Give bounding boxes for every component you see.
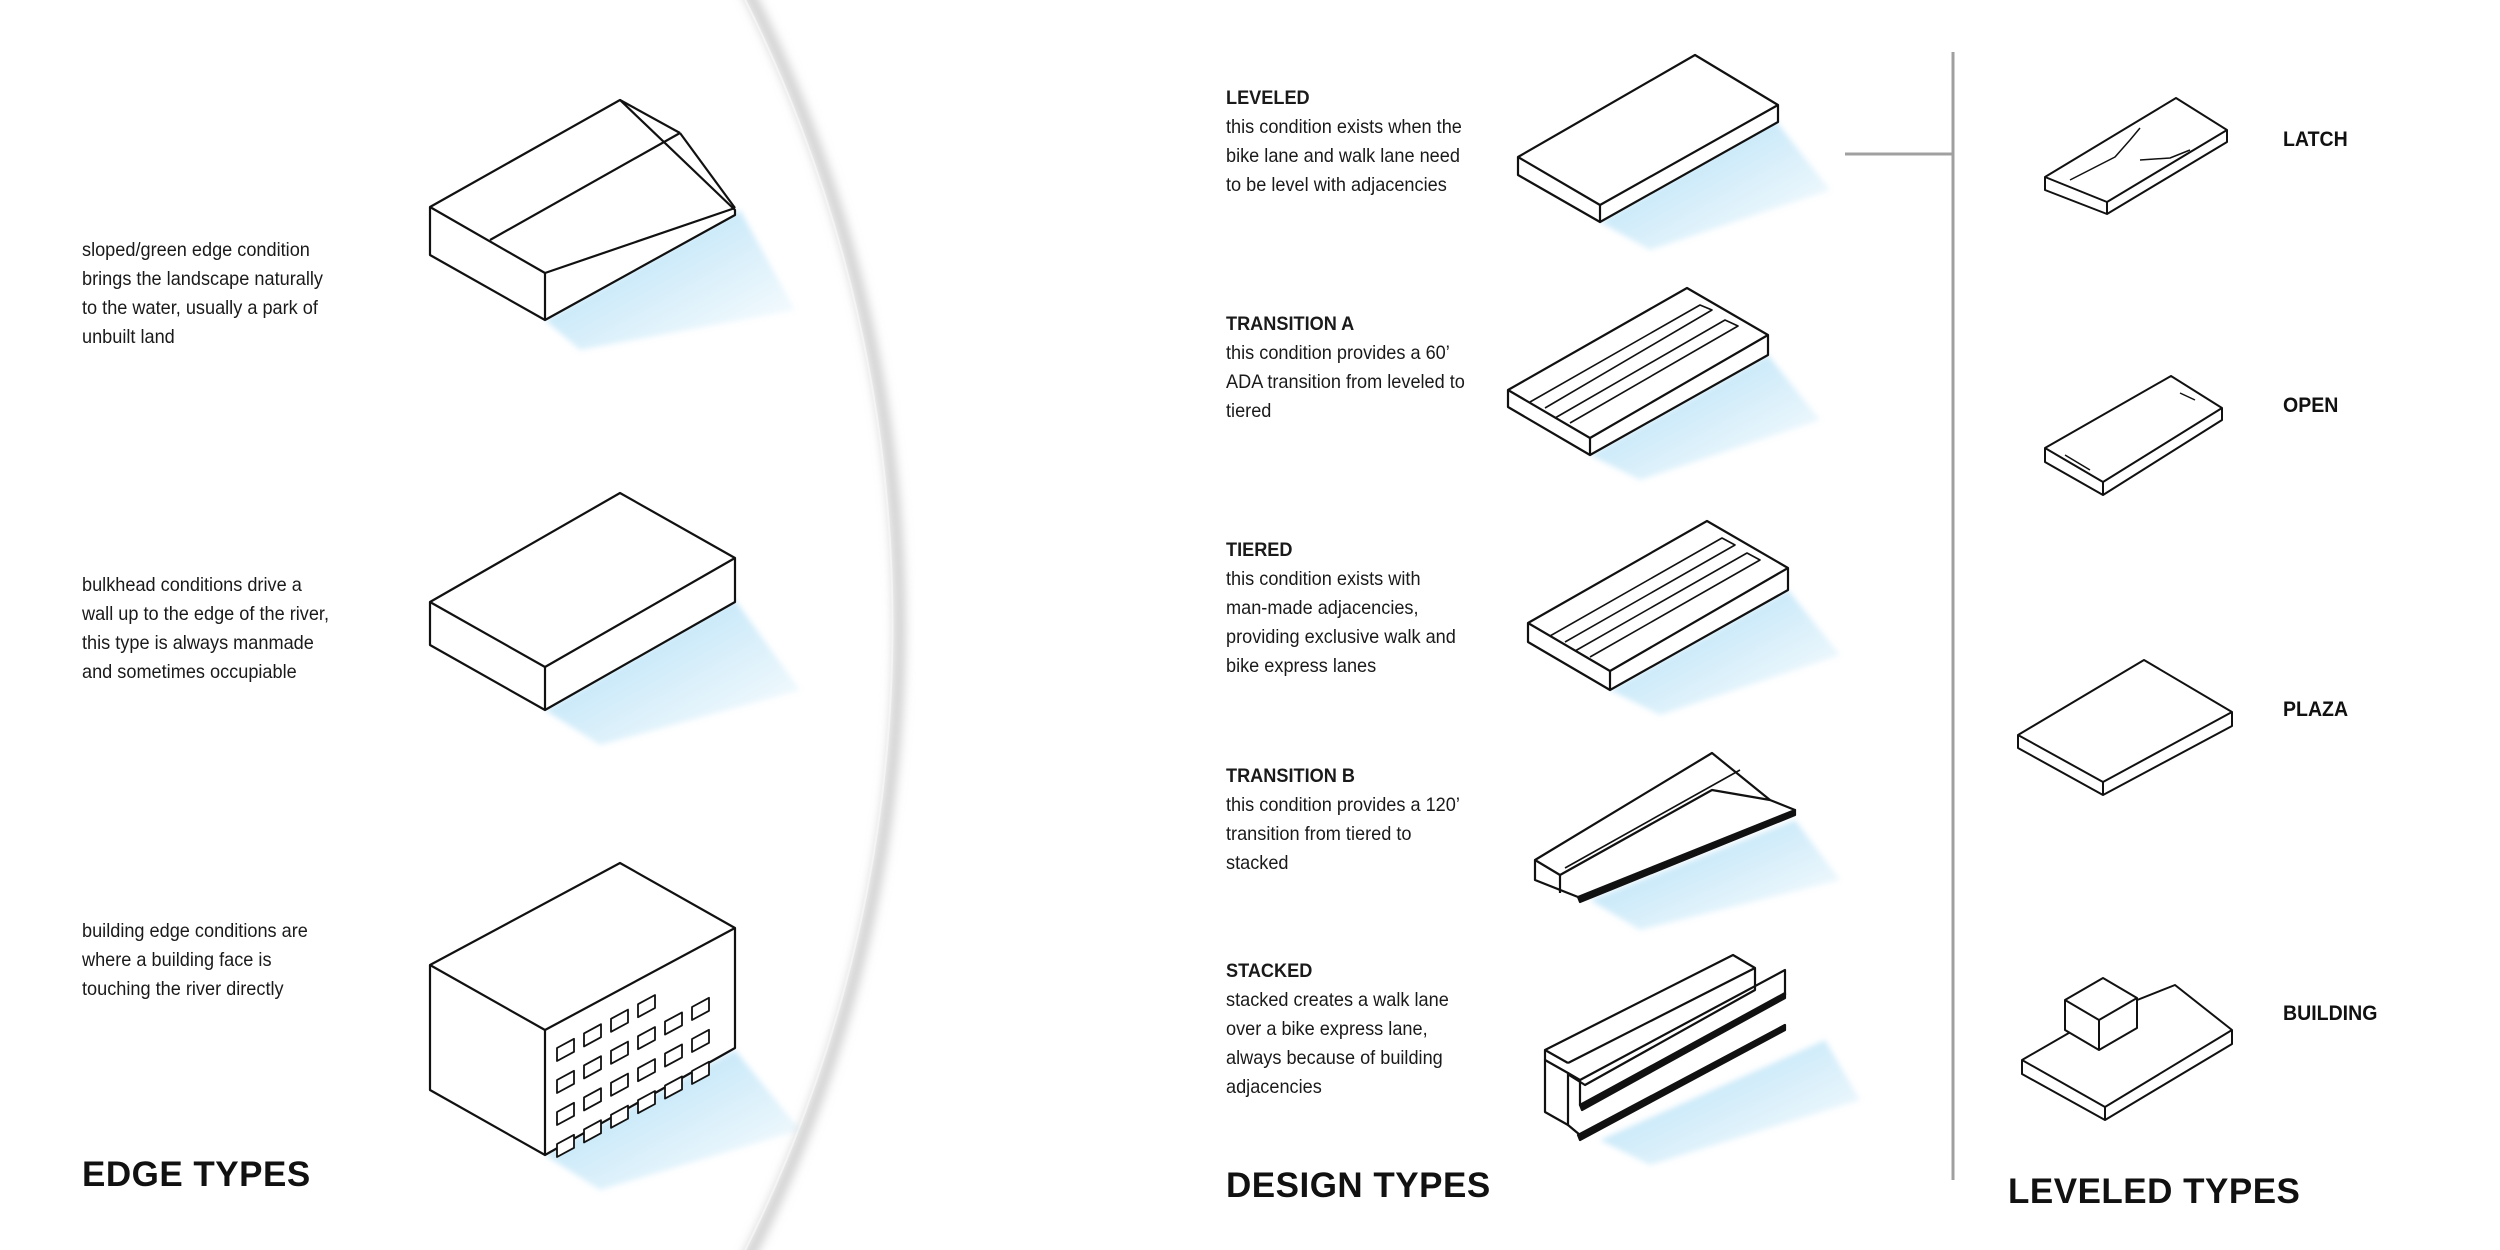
- leveled-type-latch-label: LATCH: [2283, 128, 2348, 151]
- text-line: stacked: [1226, 852, 1289, 874]
- text-line: brings the landscape naturally: [82, 268, 323, 290]
- text-line: unbuilt land: [82, 326, 175, 348]
- text-line: where a building face is: [82, 949, 272, 971]
- text-line: tiered: [1226, 400, 1272, 422]
- window-shape: [610, 1072, 629, 1097]
- edge-diagram-sloped: [428, 98, 795, 350]
- text-line: and sometimes occupiable: [82, 661, 297, 683]
- edge-diagram-building: [428, 861, 800, 1190]
- text-line: stacked creates a walk lane: [1226, 989, 1449, 1011]
- text-line: to be level with adjacencies: [1226, 174, 1447, 196]
- text-line: wall up to the edge of the river,: [82, 603, 330, 625]
- window-shape: [637, 1058, 656, 1083]
- window-shape: [583, 1055, 602, 1080]
- text-line: this type is always manmade: [82, 632, 314, 654]
- text-line: always because of building: [1226, 1047, 1443, 1069]
- leveled-diagram-open: [2044, 375, 2223, 496]
- design-type-name: TRANSITION A: [1226, 313, 1355, 335]
- edge-type-bulkhead-desc: bulkhead conditions drive a wall up to t…: [82, 571, 329, 687]
- text-line: bulkhead conditions drive a: [82, 574, 302, 596]
- window-shape: [583, 1023, 602, 1048]
- window-shape: [556, 1037, 575, 1062]
- window-shape: [664, 1075, 683, 1100]
- design-type-name: LEVELED: [1226, 87, 1310, 109]
- window-shape: [556, 1101, 575, 1126]
- edge-types-panel: [743, 0, 906, 1250]
- window-shape: [691, 1028, 710, 1053]
- text-line: transition from tiered to: [1226, 823, 1412, 845]
- window-shape: [637, 994, 656, 1019]
- window-shape: [610, 1104, 629, 1129]
- text-line: bike express lanes: [1226, 655, 1377, 677]
- leveled-diagram-latch: [2044, 97, 2228, 215]
- text-line: to the water, usually a park of: [82, 297, 318, 319]
- design-diagram-transition-a: [1506, 286, 1820, 480]
- text-line: this condition exists when the: [1226, 116, 1462, 138]
- window-shape: [637, 1090, 656, 1115]
- leveled-type-open-label: OPEN: [2283, 394, 2339, 417]
- text-line: building edge conditions are: [82, 920, 308, 942]
- leveled-diagram-building: [2021, 977, 2233, 1121]
- edge-type-sloped-desc: sloped/green edge condition brings the l…: [82, 236, 323, 352]
- window-shape: [691, 1060, 710, 1085]
- design-type-transition-b: TRANSITION B this condition provides a 1…: [1226, 762, 1460, 878]
- text-line: this condition provides a 120’: [1226, 794, 1460, 816]
- leveled-type-plaza-label: PLAZA: [2283, 698, 2349, 721]
- window-shape: [664, 1043, 683, 1068]
- design-type-tiered: TIERED this condition exists with man-ma…: [1226, 536, 1456, 681]
- window-shape: [637, 1026, 656, 1051]
- leveled-type-building-label: BUILDING: [2283, 1002, 2378, 1025]
- text-line: providing exclusive walk and: [1226, 626, 1456, 648]
- text-line: this condition exists with: [1226, 568, 1421, 590]
- text-line: ADA transition from leveled to: [1226, 371, 1465, 393]
- window-shape: [664, 1011, 683, 1036]
- window-shape: [691, 996, 710, 1021]
- text-line: bike lane and walk lane need: [1226, 145, 1460, 167]
- leveled-diagram-plaza: [2017, 659, 2233, 796]
- text-line: touching the river directly: [82, 978, 284, 1000]
- text-line: man-made adjacencies,: [1226, 597, 1419, 619]
- leveled-types-title: LEVELED TYPES: [2008, 1172, 2301, 1211]
- window-shape: [610, 1040, 629, 1065]
- design-type-leveled: LEVELED this condition exists when the b…: [1226, 84, 1462, 200]
- window-shape: [583, 1119, 602, 1144]
- window-shape: [610, 1008, 629, 1033]
- window-shape: [556, 1133, 575, 1158]
- text-line: adjacencies: [1226, 1076, 1322, 1098]
- design-diagram-tiered: [1526, 519, 1840, 715]
- design-types-title: DESIGN TYPES: [1226, 1166, 1491, 1205]
- text-line: this condition provides a 60’: [1226, 342, 1450, 364]
- design-diagram-leveled: [1516, 53, 1830, 250]
- edge-types-title: EDGE TYPES: [82, 1155, 311, 1194]
- window-shape: [556, 1069, 575, 1094]
- edge-type-building-desc: building edge conditions are where a bui…: [82, 917, 308, 1004]
- edge-diagram-bulkhead: [428, 491, 800, 745]
- design-type-stacked: STACKED stacked creates a walk lane over…: [1226, 957, 1449, 1102]
- design-type-name: TIERED: [1226, 539, 1293, 561]
- design-diagram-stacked: [1543, 953, 1860, 1165]
- design-type-transition-a: TRANSITION A this condition provides a 6…: [1226, 310, 1465, 426]
- text-line: over a bike express lane,: [1226, 1018, 1428, 1040]
- design-type-name: TRANSITION B: [1226, 765, 1355, 787]
- design-diagram-transition-b: [1533, 751, 1840, 930]
- design-type-name: STACKED: [1226, 960, 1313, 982]
- text-line: sloped/green edge condition: [82, 239, 310, 261]
- window-shape: [583, 1087, 602, 1112]
